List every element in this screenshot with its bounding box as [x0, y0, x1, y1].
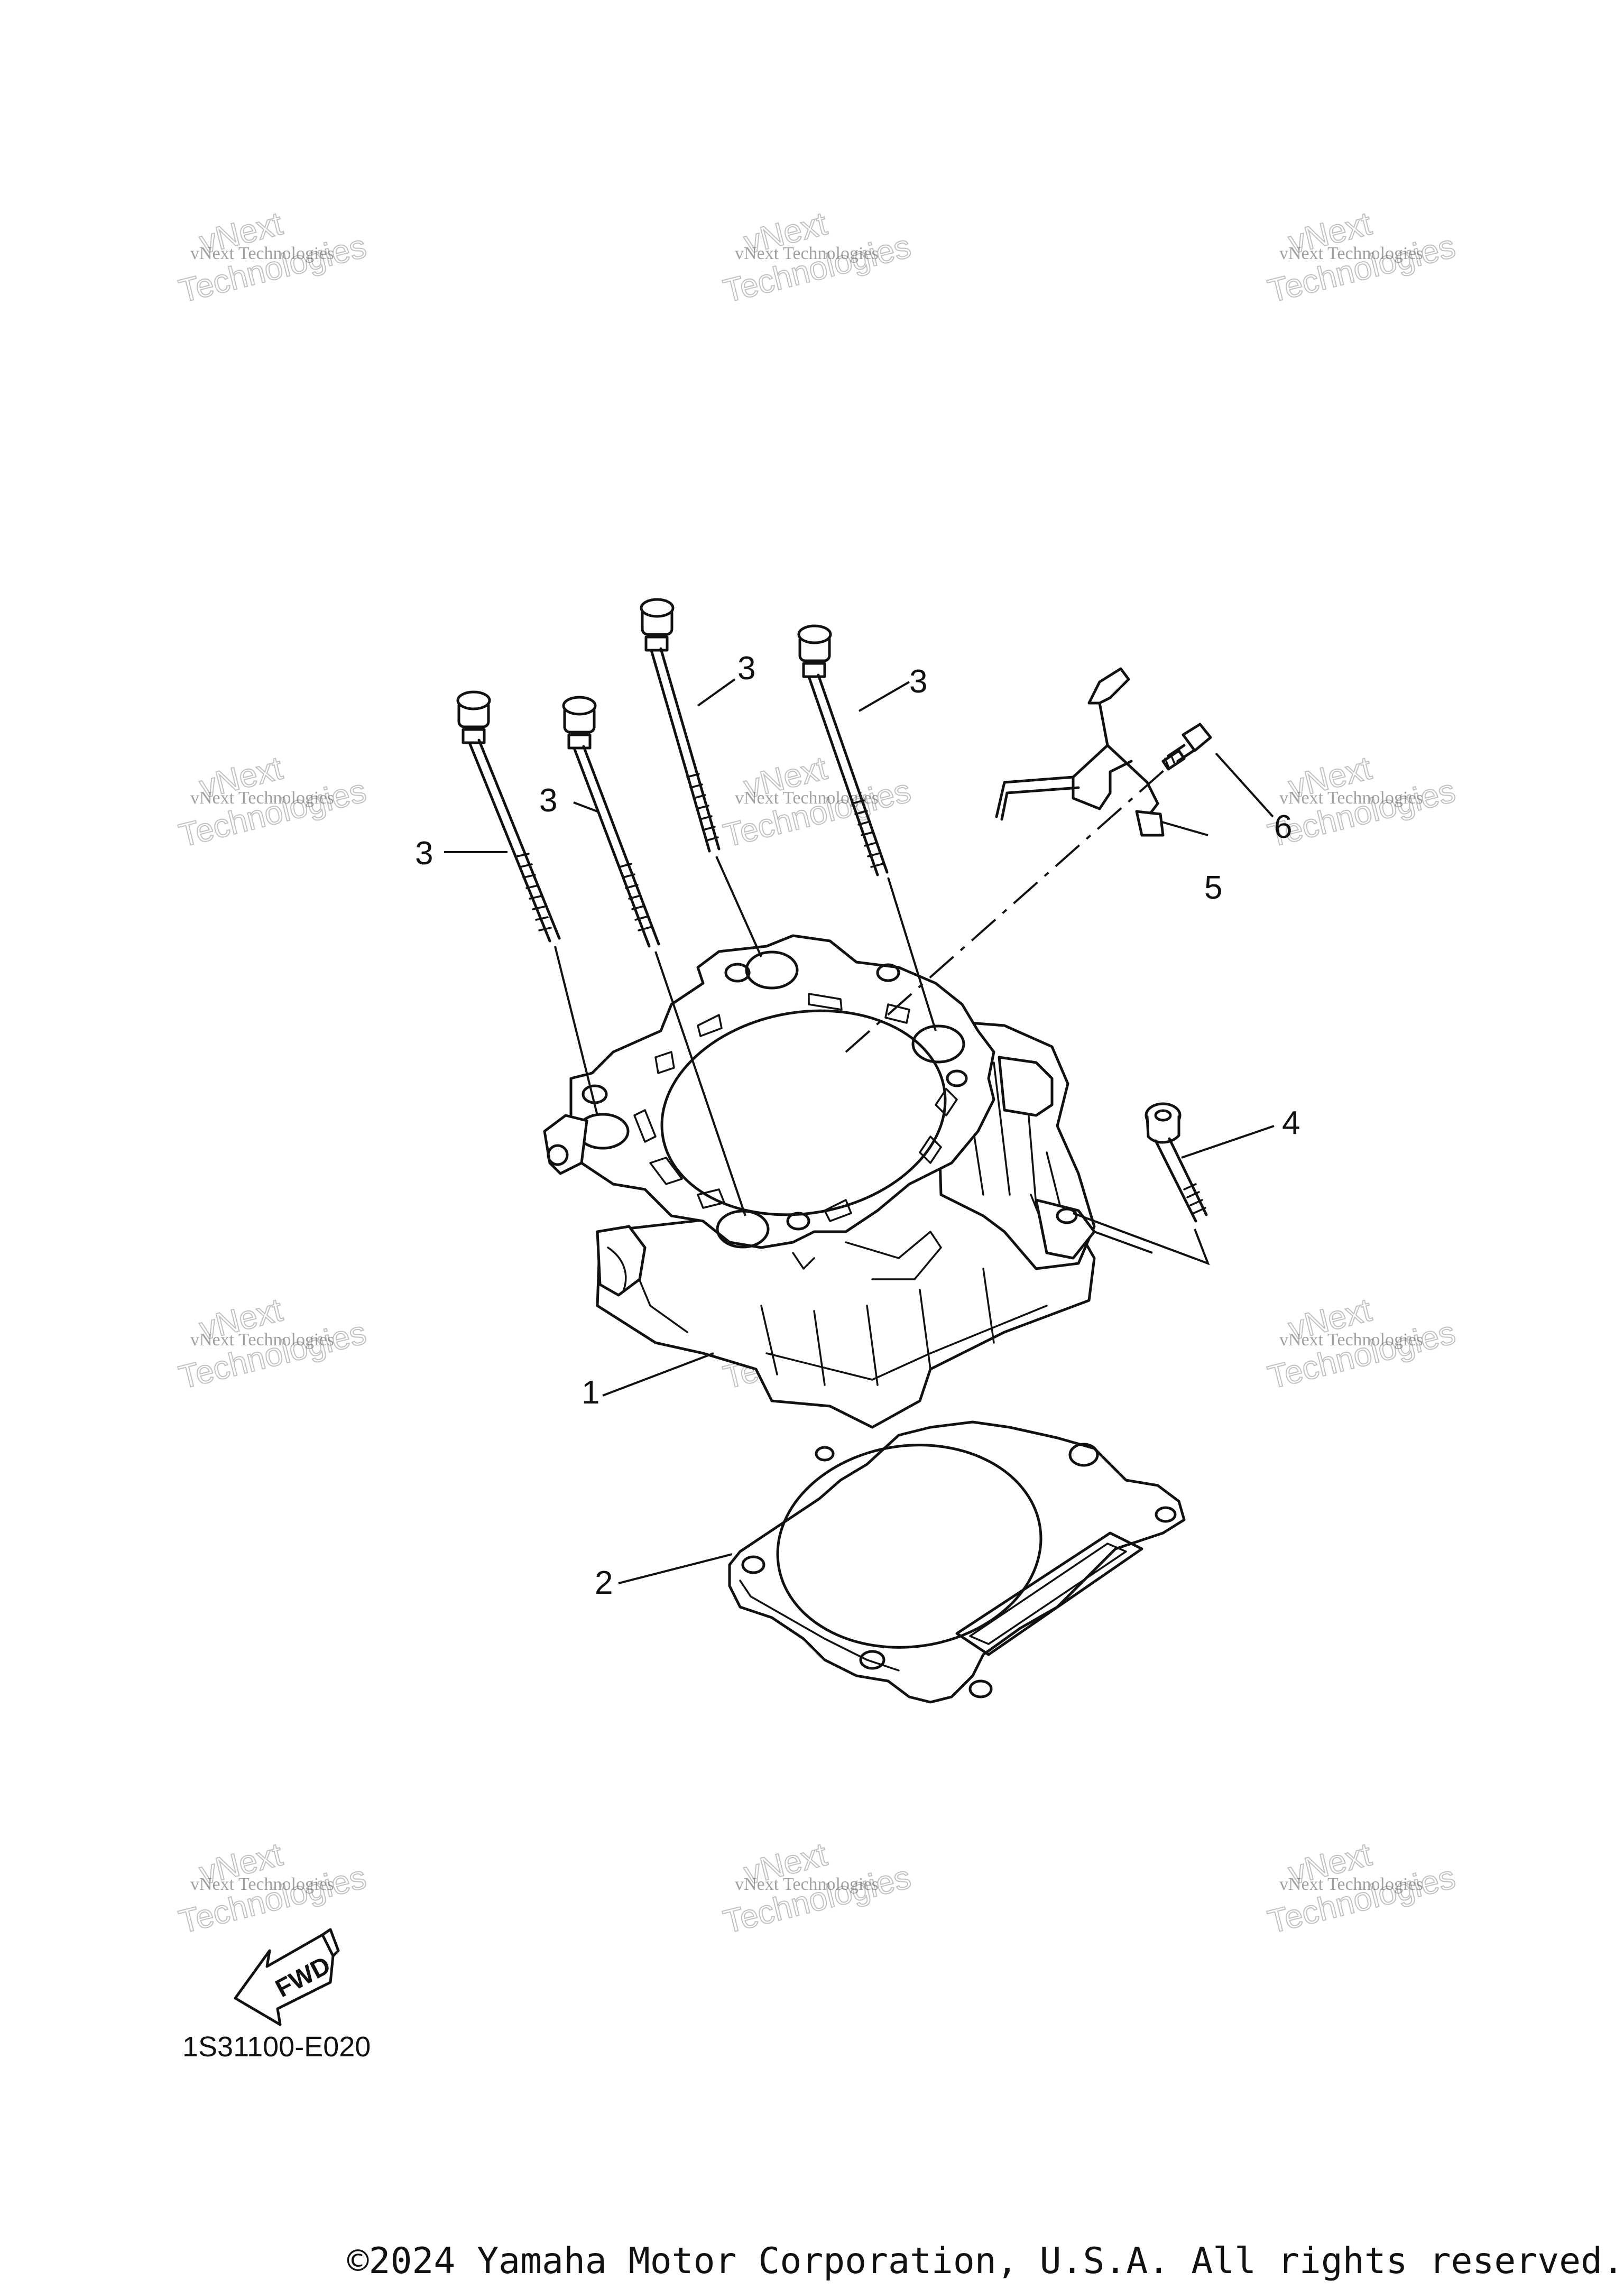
svg-text:vNext Technologies: vNext Technologies [735, 244, 879, 263]
cylinder-gasket [728, 1420, 1186, 1704]
svg-text:vNext Technologies: vNext Technologies [190, 244, 334, 263]
bolt-6 [1161, 723, 1212, 771]
watermark: vNext Technologies vNext Technologies [719, 205, 915, 310]
callout-3: 3 [909, 663, 927, 700]
cylinder-bolts [456, 598, 889, 948]
watermark: vNext Technologies vNext Technologies [719, 750, 915, 855]
diagram-code: 1S31100-E020 [182, 2031, 371, 2063]
cylinder-bolt [456, 690, 561, 943]
svg-text:vNext Technologies: vNext Technologies [1279, 1330, 1423, 1350]
cylinder-bolt [562, 696, 660, 948]
cylinder-bolt [640, 598, 721, 853]
hose-clamp [995, 667, 1165, 837]
callout-2: 2 [595, 1565, 613, 1601]
forward-arrow: FWD [234, 1928, 340, 2026]
callout-numbers: 1 2 3 3 3 3 4 5 6 [415, 650, 1300, 1601]
watermark: vNext Technologies vNext Technologies [1264, 1836, 1460, 1941]
svg-text:vNext Technologies: vNext Technologies [735, 1875, 879, 1894]
svg-text:vNext Technologies: vNext Technologies [1279, 244, 1423, 263]
cylinder-body [543, 934, 1096, 1429]
watermark: vNext Technologies vNext Technologies [1264, 205, 1460, 310]
leader-lines [444, 678, 1275, 1584]
svg-text:vNext Technologies: vNext Technologies [1279, 1875, 1423, 1894]
callout-5: 5 [1204, 870, 1222, 906]
watermark: vNext Technologies vNext Technologies [175, 1291, 371, 1397]
watermark: vNext Technologies vNext Technologies [1264, 1291, 1460, 1397]
callout-3: 3 [415, 835, 433, 872]
svg-text:vNext Technologies: vNext Technologies [190, 1330, 334, 1350]
callout-6: 6 [1274, 809, 1292, 845]
callout-4: 4 [1282, 1105, 1300, 1141]
cylinder-bolt [797, 624, 889, 876]
svg-text:vNext Technologies: vNext Technologies [190, 788, 334, 808]
watermark: vNext Technologies vNext Technologies [175, 750, 371, 855]
watermark: vNext Technologies vNext Technologies [175, 1836, 371, 1941]
watermark: vNext Technologies vNext Technologies [719, 1836, 915, 1941]
watermark: vNext Technologies vNext Technologies [175, 205, 371, 310]
svg-text:vNext Technologies: vNext Technologies [190, 1875, 334, 1894]
svg-text:vNext Technologies: vNext Technologies [1279, 788, 1423, 808]
copyright-notice: ©2024 Yamaha Motor Corporation, U.S.A. A… [347, 2240, 1624, 2282]
callout-1: 1 [582, 1374, 599, 1411]
callout-3: 3 [737, 650, 755, 687]
bolt-4 [1145, 1102, 1208, 1223]
svg-text:vNext Technologies: vNext Technologies [735, 788, 879, 808]
callout-3: 3 [539, 782, 557, 819]
